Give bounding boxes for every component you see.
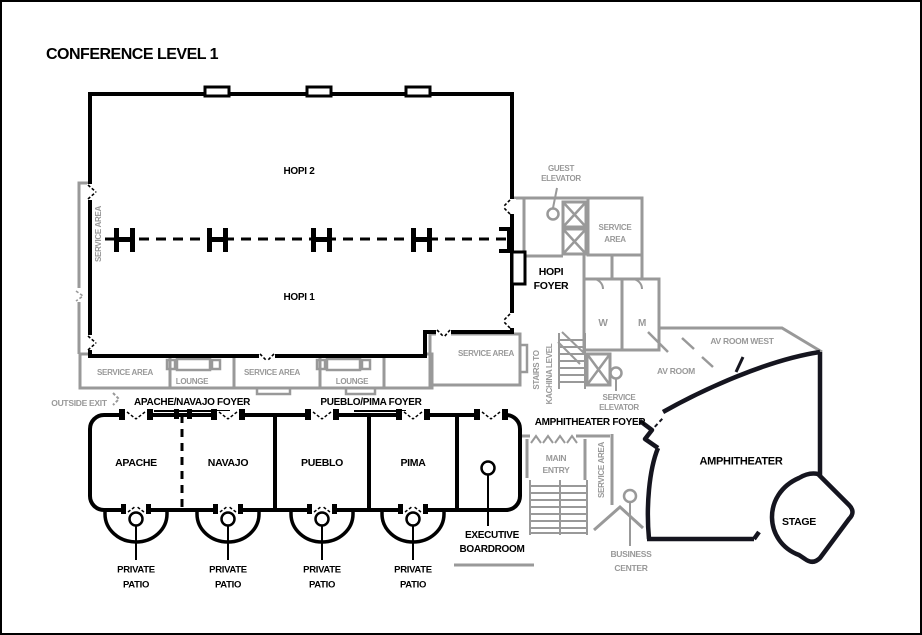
room-hopi2: HOPI 2 — [283, 166, 315, 177]
amphitheater-foyer-label: AMPHITHEATER FOYER — [534, 417, 646, 428]
service-elevator-shaft — [585, 352, 612, 387]
stage-label: STAGE — [782, 515, 816, 528]
kachina-stairs — [557, 331, 586, 389]
stairs-kachina-line2: KACHINA LEVEL — [545, 343, 554, 405]
room-pima: PIMA — [400, 456, 426, 469]
apache-navajo-foyer-label: APACHE/NAVAJO FOYER — [134, 397, 250, 408]
service-area-west-corridor-label: SERVICE AREA — [94, 206, 103, 262]
ballroom-doors — [87, 184, 516, 362]
hopi-ballroom — [87, 85, 527, 362]
hopi-foyer-line1: HOPI — [538, 265, 564, 278]
room-pueblo: PUEBLO — [301, 456, 343, 469]
amphitheater-south-wall — [647, 530, 761, 542]
lounge-2-table — [325, 357, 362, 372]
hopi-foyer-line2: FOYER — [533, 279, 569, 292]
amphitheater-north-curve — [661, 349, 821, 414]
guest-elevator-leader — [552, 187, 558, 209]
executive-boardroom-line2: BOARDROOM — [459, 544, 525, 555]
executive-boardroom-line1: EXECUTIVE — [465, 530, 519, 541]
private-patio-1-line2: PATIO — [122, 579, 150, 591]
service-area-se-label: SERVICE AREA — [458, 349, 514, 358]
gray-walls — [75, 181, 823, 567]
service-area-ne-line2: AREA — [604, 235, 626, 244]
amphitheater-west-wall — [645, 447, 661, 540]
amphitheater-walls — [638, 349, 855, 564]
outside-exit-door — [112, 392, 121, 406]
main-entry-stairs — [529, 480, 588, 535]
outside-exit-label: OUTSIDE EXIT — [51, 397, 107, 408]
main-entry-line1: MAIN — [545, 452, 567, 463]
room-hopi1: HOPI 1 — [283, 292, 315, 303]
service-elevator-marker — [609, 366, 623, 380]
room-apache: APACHE — [115, 456, 157, 469]
restroom-men: M — [637, 318, 647, 329]
main-entry-line2: ENTRY — [542, 464, 570, 475]
service-area-band1-label: SERVICE AREA — [97, 368, 153, 377]
pueblo-pima-foyer-label: PUEBLO/PIMA FOYER — [320, 397, 422, 408]
business-center-wall — [593, 504, 645, 532]
stage-outline — [769, 471, 855, 564]
room-patio-doors — [121, 504, 428, 514]
guest-elevator-shaft-1 — [561, 200, 588, 229]
private-patio-3-line2: PATIO — [308, 579, 336, 591]
av-room-label: AV ROOM — [657, 365, 695, 376]
service-elevator-line1: SERVICE — [602, 393, 636, 402]
room-top-doors — [119, 409, 508, 420]
service-area-ne-line1: SERVICE — [598, 223, 632, 232]
lounge-1-table — [175, 357, 212, 372]
room-amphitheater: AMPHITHEATER — [699, 455, 783, 468]
page-title: CONFERENCE LEVEL 1 — [46, 46, 219, 63]
private-patio-3-line1: PRIVATE — [303, 564, 341, 576]
business-center-marker — [622, 488, 638, 504]
private-patio-4-line1: PRIVATE — [394, 564, 432, 576]
private-patio-4-line2: PATIO — [399, 579, 427, 591]
private-patio-1-line1: PRIVATE — [117, 564, 155, 576]
airwall-beams — [114, 228, 432, 252]
room-navajo: NAVAJO — [207, 456, 249, 469]
service-area-entry-label: SERVICE AREA — [597, 442, 606, 498]
service-area-ne-box — [586, 196, 644, 257]
guest-elevator-marker — [546, 207, 560, 221]
stairs-kachina-line1: STAIRS TO — [532, 350, 541, 390]
boardroom-table-marker — [480, 460, 496, 476]
service-area-band2-label: SERVICE AREA — [244, 368, 300, 377]
business-center-line2: CENTER — [614, 562, 648, 573]
private-patios — [103, 508, 446, 544]
guest-elevator-shaft-2 — [561, 227, 588, 256]
service-area-se-box — [428, 332, 522, 387]
guest-elevator-line2: ELEVATOR — [541, 174, 581, 183]
amphitheater-entry-zigzag — [638, 419, 660, 450]
business-center-line1: BUSINESS — [610, 548, 652, 559]
service-elevator-line2: ELEVATOR — [599, 403, 639, 412]
patio-markers — [128, 511, 421, 560]
service-corridor-west-wall — [77, 181, 90, 354]
meeting-rooms-block — [88, 409, 522, 560]
av-room-west-wall — [659, 326, 823, 354]
lounge-1-label: LOUNGE — [175, 377, 209, 386]
av-room-west-label: AV ROOM WEST — [710, 335, 774, 346]
lounge-2-label: LOUNGE — [335, 377, 369, 386]
restroom-women: W — [598, 318, 608, 329]
private-patio-2-line1: PRIVATE — [209, 564, 247, 576]
guest-elevator-line1: GUEST — [547, 164, 575, 173]
private-patio-2-line2: PATIO — [214, 579, 242, 591]
